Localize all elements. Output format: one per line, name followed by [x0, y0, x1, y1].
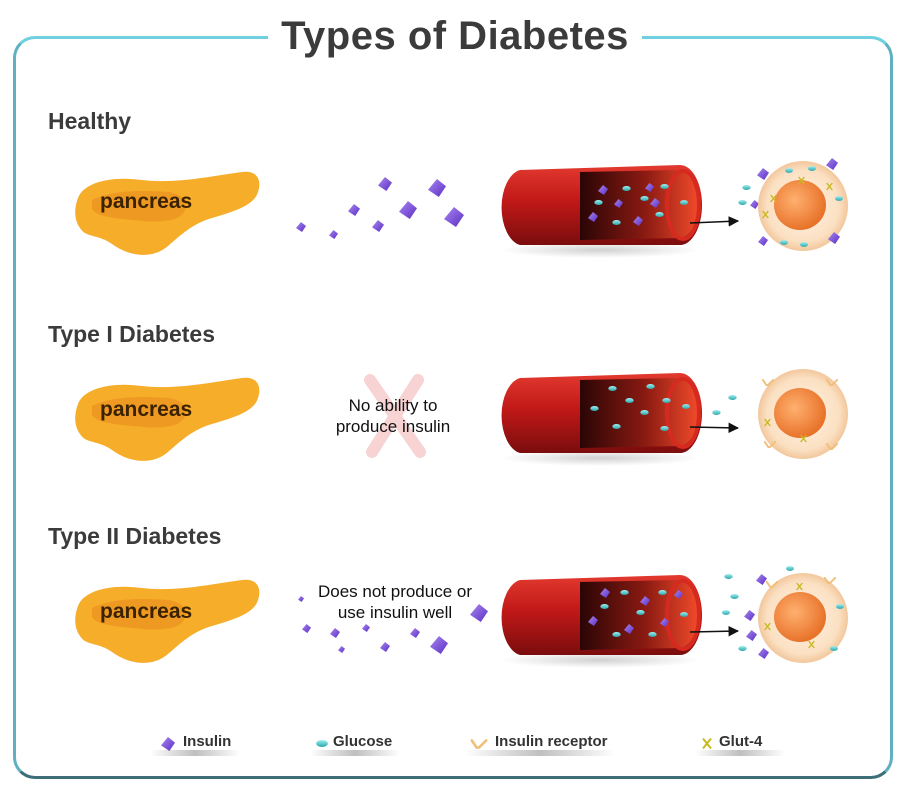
row-heading-healthy: Healthy [48, 108, 132, 134]
page-title: Types of Diabetes [281, 14, 629, 58]
type1-note: No ability to produce insulin [318, 395, 468, 437]
legend-receptor-icon [470, 738, 488, 750]
cell-type1 [712, 369, 848, 459]
blood-vessel-type2 [500, 575, 702, 668]
type2-note: Does not produce or use insulin well [300, 581, 490, 623]
legend-icons [161, 737, 712, 751]
legend-underline-glucose [310, 750, 400, 756]
legend-glut4: Glut-4 [719, 733, 762, 750]
pancreas-label-healthy: pancreas [100, 190, 193, 213]
legend-glut4-label: Glut-4 [719, 733, 763, 750]
legend-glucose: Glucose [333, 733, 392, 750]
blood-vessel-type1 [500, 373, 702, 466]
type2-row [75, 566, 848, 668]
legend-receptor-label: Insulin receptor [495, 733, 608, 750]
no-insulin-x-mark [364, 374, 426, 458]
legend-underline-insulin [150, 750, 240, 756]
legend-insulin-icon [161, 737, 175, 751]
type2-note-line1: Does not produce or [317, 582, 473, 601]
type1-note-line2: produce insulin [335, 417, 451, 436]
legend-insulin: Insulin [183, 733, 231, 750]
legend-glucose-label: Glucose [333, 733, 393, 750]
legend-glucose-icon [316, 740, 328, 747]
legend-insulin-label: Insulin [183, 733, 232, 750]
type2-note-line2: use insulin well [337, 603, 453, 622]
arrow-type2 [689, 625, 740, 637]
arrow-healthy [689, 216, 740, 227]
arrow-type1 [689, 422, 740, 434]
legend-underline-receptor [465, 750, 615, 756]
title-container: Types of Diabetes [268, 8, 642, 64]
blood-vessel-healthy [500, 165, 702, 258]
type1-note-line1: No ability to [348, 396, 438, 415]
pancreas-healthy [75, 171, 260, 255]
legend-insulin-receptor: Insulin receptor [495, 733, 608, 750]
legend-underline-glut4 [695, 750, 785, 756]
cell-type2 [722, 566, 848, 663]
row-heading-type2: Type II Diabetes [48, 523, 222, 549]
cell-healthy [738, 158, 848, 251]
type1-row [75, 369, 848, 466]
pancreas-label-type2: pancreas [100, 600, 193, 623]
pancreas-label-type1: pancreas [100, 398, 193, 421]
legend-glut4-icon [702, 737, 712, 750]
healthy-row [75, 158, 848, 258]
row-heading-type1: Type I Diabetes [48, 321, 216, 347]
insulin-released-healthy [296, 177, 464, 239]
